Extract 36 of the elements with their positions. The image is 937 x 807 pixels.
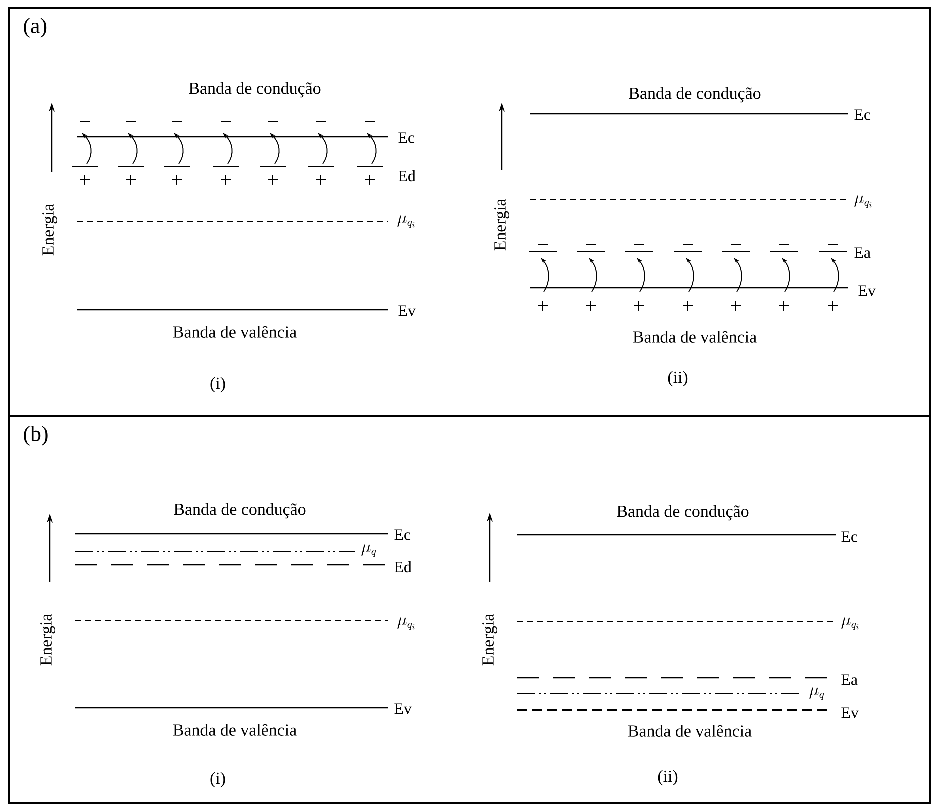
level-label: Ev: [394, 704, 412, 714]
level-label: $\mu_{q_i}$: [398, 216, 415, 228]
panel-label: (b): [24, 426, 48, 446]
axis-label: Energia: [494, 199, 510, 251]
panel-label: (i): [210, 377, 226, 393]
panel-label: (ii): [658, 770, 678, 786]
level-label: Ev: [398, 306, 416, 316]
level-label: Ev: [858, 286, 876, 296]
panel-label: (a): [24, 18, 47, 38]
level-label: Ec: [394, 530, 411, 540]
panel-label: (i): [210, 772, 226, 788]
level-label: Ec: [854, 110, 871, 120]
axis-label: Energia: [482, 614, 498, 666]
level-label: Ea: [842, 674, 858, 686]
level-label: $\mu_{q_i}$: [398, 618, 415, 630]
band-label: Banda de valência: [628, 725, 752, 737]
band-label: Banda de condução: [189, 82, 321, 98]
band-label: Banda de valência: [633, 331, 757, 343]
band-label: Banda de condução: [629, 87, 761, 103]
level-label: Ev: [842, 708, 859, 718]
level-label: $\mu_{q}$: [362, 544, 376, 558]
axis-label: Energia: [42, 204, 58, 256]
band-label: Banda de condução: [174, 503, 306, 519]
level-label: Ed: [394, 561, 412, 573]
level-label: Ec: [398, 132, 415, 144]
level-label: Ec: [842, 532, 858, 542]
band-label: Banda de condução: [617, 505, 749, 521]
panel-label: (ii): [668, 371, 688, 387]
level-label: $\mu_{q}$: [810, 688, 824, 700]
level-label: Ea: [854, 248, 871, 258]
level-label: Ed: [398, 170, 416, 182]
band-label: Banda de valência: [173, 724, 297, 736]
band-label: Banda de valência: [173, 326, 297, 338]
level-label: $\mu_{q_i}$: [842, 618, 859, 630]
level-label: $\mu_{q_i}$: [854, 196, 872, 208]
axis-label: Energia: [40, 614, 56, 666]
